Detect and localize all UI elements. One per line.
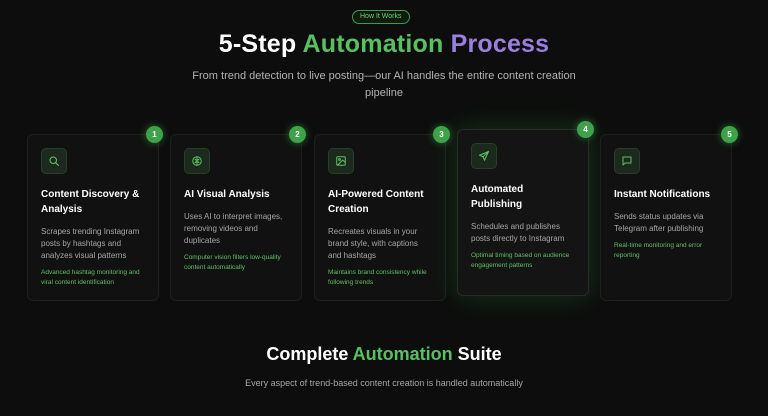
image-icon [328, 148, 354, 174]
step-note: Real-time monitoring and error reporting [614, 242, 703, 259]
step-card-1: Content Discovery & Analysis Scrapes tre… [27, 134, 159, 301]
step-number-badge: 4 [577, 121, 594, 138]
brain-icon [184, 148, 210, 174]
step-description: Scrapes trending Instagram posts by hash… [41, 227, 140, 260]
step-note: Advanced hashtag monitoring and viral co… [41, 269, 140, 286]
title-part-3: Process [443, 30, 550, 58]
message-icon [614, 148, 640, 174]
send-icon [471, 143, 497, 169]
step-number-badge: 1 [146, 126, 163, 143]
title-part-1: 5-Step [218, 30, 303, 58]
step-description: Recreates visuals in your brand style, w… [328, 227, 418, 260]
step-note: Optimal timing based on audience engagem… [471, 252, 570, 269]
page-subtitle: From trend detection to live posting—our… [192, 70, 576, 99]
suite-subtitle: Every aspect of trend-based content crea… [245, 378, 523, 388]
step-description: Sends status updates via Telegram after … [614, 212, 704, 233]
step-title: Automated Publishing [471, 184, 524, 210]
step-title: Instant Notifications [614, 189, 711, 200]
step-number-badge: 3 [433, 126, 450, 143]
suite-title: Complete Automation Suite [0, 344, 768, 365]
page-title: 5-Step Automation Process [0, 30, 768, 59]
search-icon [41, 148, 67, 174]
suite-title-part-1: Complete [266, 344, 353, 364]
step-number-badge: 5 [721, 126, 738, 143]
step-note: Computer vision filters low-quality cont… [184, 254, 281, 271]
suite-title-part-2: Automation [352, 344, 453, 364]
step-card-5: Instant Notifications Sends status updat… [600, 134, 732, 301]
how-it-works-badge: How It Works [352, 10, 410, 24]
step-number-badge: 2 [289, 126, 306, 143]
suite-title-part-3: Suite [452, 344, 502, 364]
step-card-2: AI Visual Analysis Uses AI to interpret … [170, 134, 302, 301]
step-title: AI Visual Analysis [184, 189, 270, 200]
step-title: AI-Powered Content Creation [328, 189, 424, 215]
step-description: Uses AI to interpret images, removing vi… [184, 212, 283, 245]
title-part-2: Automation [302, 30, 444, 58]
step-description: Schedules and publishes posts directly t… [471, 222, 565, 243]
step-title: Content Discovery & Analysis [41, 189, 140, 215]
step-note: Maintains brand consistency while follow… [328, 269, 427, 286]
step-card-4: Automated Publishing Schedules and publi… [457, 129, 589, 296]
step-card-3: AI-Powered Content Creation Recreates vi… [314, 134, 446, 301]
